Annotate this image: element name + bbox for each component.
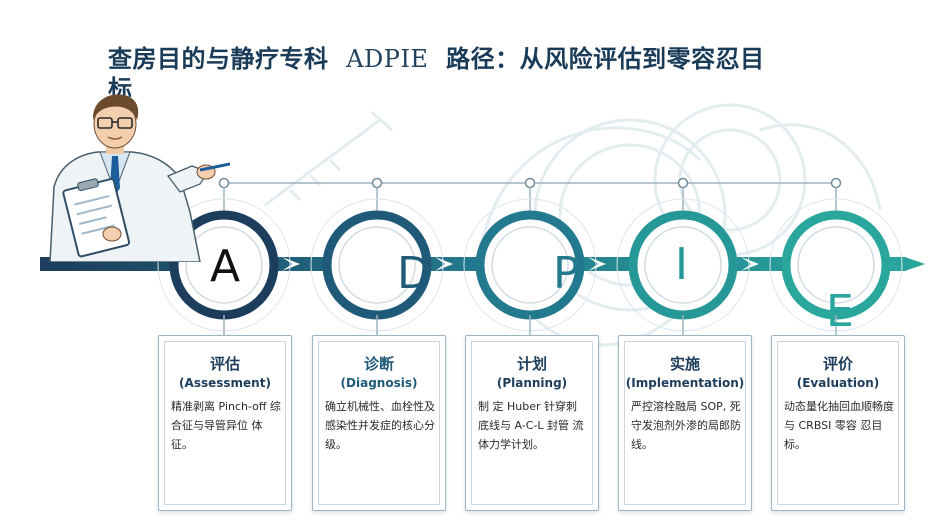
step-letter-a: A <box>210 241 241 292</box>
step-letter-p: P <box>553 248 580 299</box>
title-acronym: ADPIE <box>346 45 429 73</box>
doctor-illustration <box>49 94 230 262</box>
step-title-cn: 诊断 <box>363 355 394 373</box>
step-description: 动态量化抽回血顺畅度与 CRBSI 零容 忍目标。 <box>784 400 894 451</box>
step-description: 确立机械性、血栓性及感染性并发症的核心分级。 <box>325 400 435 451</box>
step-title-en: (Evaluation) <box>796 376 880 390</box>
step-description: 精准剥离 Pinch-off 综合征与导管异位 体征。 <box>171 400 281 451</box>
step-title-en: (Implementation) <box>625 376 745 390</box>
step-letter-d: D <box>397 248 431 299</box>
step-card-evaluation: 评价 (Evaluation) 动态量化抽回血顺畅度与 CRBSI 零容 忍目标… <box>771 335 905 511</box>
page-title: 查房目的与静疗专科 ADPIE 路径：从风险评估到零容忍目标 <box>108 45 765 103</box>
step-title-cn: 评价 <box>822 355 853 373</box>
step-card-diagnosis: 诊断 (Diagnosis) 确立机械性、血栓性及感染性并发症的核心分级。 <box>312 335 446 511</box>
step-card-implementation: 实施 (Implementation) 严控溶栓融局 SOP, 死守发泡剂外渗的… <box>618 335 752 511</box>
step-title-en: (Planning) <box>496 376 568 390</box>
step-description: 制 定 Huber 针穿刺 底线与 A-C-L 封管 流体力学计划。 <box>478 400 584 451</box>
step-card-planning: 计划 (Planning) 制 定 Huber 针穿刺 底线与 A-C-L 封管… <box>465 335 599 511</box>
step-letter-e: E <box>826 286 854 337</box>
step-title-en: (Assessment) <box>179 376 271 390</box>
step-card-assessment: 评估 (Assessment) 精准剥离 Pinch-off 综合征与导管异位 … <box>158 335 292 511</box>
step-description: 严控溶栓融局 SOP, 死守发泡剂外渗的局郎防线。 <box>631 400 741 451</box>
step-title-en: (Diagnosis) <box>340 376 418 390</box>
step-title-cn: 计划 <box>516 355 547 373</box>
step-title-cn: 评估 <box>209 355 240 373</box>
step-title-cn: 实施 <box>669 355 700 373</box>
step-letter-i: I <box>675 239 688 290</box>
